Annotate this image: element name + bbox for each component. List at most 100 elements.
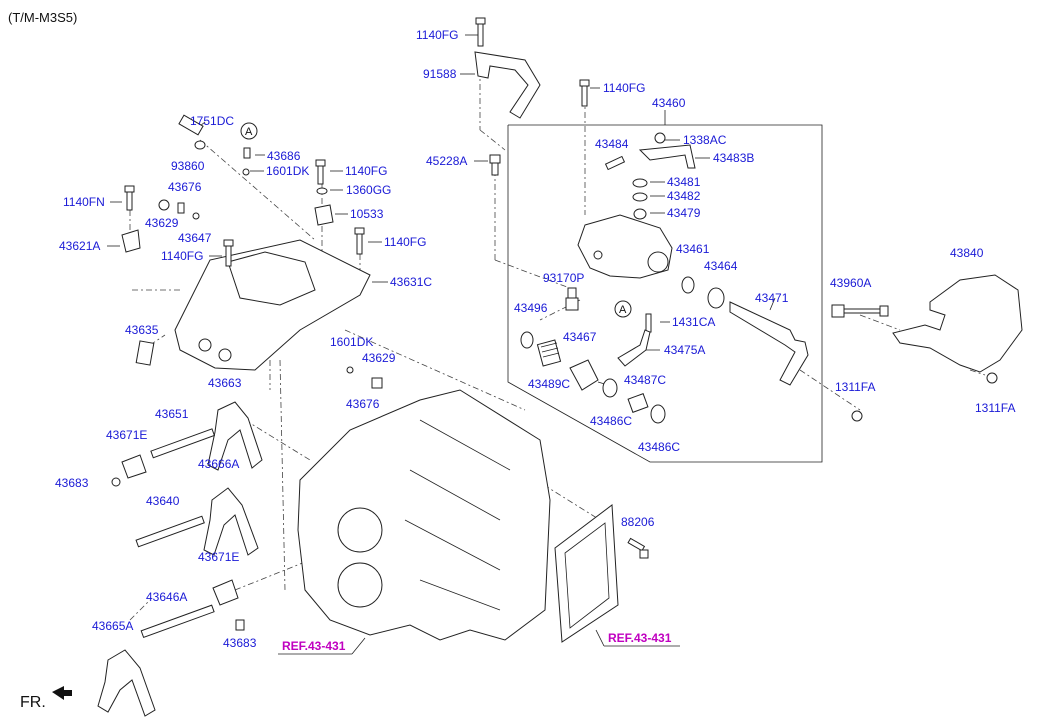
label-43467[interactable]: 43467 bbox=[563, 330, 597, 344]
label-43676-b[interactable]: 43676 bbox=[346, 397, 380, 411]
holder-43467 bbox=[569, 359, 599, 391]
label-1360gg[interactable]: 1360GG bbox=[346, 183, 391, 197]
label-93860[interactable]: 93860 bbox=[171, 159, 205, 173]
label-43683-a[interactable]: 43683 bbox=[55, 476, 89, 490]
bolt-1140fg-b bbox=[315, 159, 326, 185]
label-43671e-a[interactable]: 43671E bbox=[106, 428, 147, 442]
label-1140fg-c[interactable]: 1140FG bbox=[384, 235, 426, 249]
label-43621a[interactable]: 43621A bbox=[59, 239, 100, 253]
fork-43666a bbox=[203, 487, 259, 556]
label-43686[interactable]: 43686 bbox=[267, 149, 301, 163]
label-43482[interactable]: 43482 bbox=[667, 189, 701, 203]
oring-93860 bbox=[194, 140, 206, 150]
front-arrow bbox=[52, 686, 72, 700]
label-43665a[interactable]: 43665A bbox=[92, 619, 133, 633]
fork-43665a bbox=[97, 649, 156, 717]
label-43487c[interactable]: 43487C bbox=[624, 373, 666, 387]
ref-label-1[interactable]: REF.43-431 bbox=[282, 639, 346, 653]
label-91588[interactable]: 91588 bbox=[423, 67, 457, 81]
gasket-ref bbox=[554, 504, 619, 643]
bracket-91588 bbox=[474, 51, 541, 119]
pin-1431ca bbox=[645, 313, 652, 333]
front-direction-label: FR. bbox=[20, 694, 46, 711]
cover-43840 bbox=[892, 274, 1023, 373]
label-43647[interactable]: 43647 bbox=[178, 231, 212, 245]
label-43651[interactable]: 43651 bbox=[155, 407, 189, 421]
label-43683-b[interactable]: 43683 bbox=[223, 636, 257, 650]
label-1601dk-a[interactable]: 1601DK bbox=[266, 164, 309, 178]
spring-43487c bbox=[627, 393, 649, 413]
label-1140fg-top[interactable]: 1140FG bbox=[416, 28, 458, 42]
label-1140fg-b[interactable]: 1140FG bbox=[345, 164, 387, 178]
ball-1601dk-b bbox=[346, 366, 354, 374]
cap-43486c-b bbox=[650, 404, 666, 424]
label-1140fg-d[interactable]: 1140FG bbox=[161, 249, 203, 263]
label-1311fa-a[interactable]: 1311FA bbox=[835, 380, 875, 394]
label-43676-a[interactable]: 43676 bbox=[168, 180, 202, 194]
bracket-10533 bbox=[314, 204, 334, 226]
bracket-43621a bbox=[121, 229, 141, 253]
ball-43647 bbox=[192, 212, 200, 220]
label-43460[interactable]: 43460 bbox=[652, 96, 686, 110]
label-43481[interactable]: 43481 bbox=[667, 175, 701, 189]
bracket-43483b bbox=[638, 144, 696, 169]
label-43484[interactable]: 43484 bbox=[595, 137, 629, 151]
label-88206[interactable]: 88206 bbox=[621, 515, 655, 529]
label-93170p[interactable]: 93170P bbox=[543, 271, 584, 285]
label-43479[interactable]: 43479 bbox=[667, 206, 701, 220]
pin-43635 bbox=[135, 340, 155, 366]
label-43635[interactable]: 43635 bbox=[125, 323, 159, 337]
label-43629-b[interactable]: 43629 bbox=[362, 351, 396, 365]
transmission-case bbox=[297, 389, 551, 641]
plug-45228a bbox=[489, 154, 501, 176]
label-43840[interactable]: 43840 bbox=[950, 246, 984, 260]
part-labels: 1140FG 91588 1140FG 43460 1751DC 43484 1… bbox=[55, 28, 1015, 650]
label-1140fg-mid[interactable]: 1140FG bbox=[603, 81, 645, 95]
housing-hole bbox=[593, 250, 603, 260]
label-43483b[interactable]: 43483B bbox=[713, 151, 754, 165]
shaft-43471 bbox=[729, 301, 809, 386]
label-1311fa-b[interactable]: 1311FA bbox=[975, 401, 1015, 415]
label-1140fn[interactable]: 1140FN bbox=[63, 195, 105, 209]
cap-43486c-a bbox=[602, 378, 618, 398]
label-43489c[interactable]: 43489C bbox=[528, 377, 570, 391]
model-code: (T/M-M3S5) bbox=[8, 10, 78, 25]
rail-43651 bbox=[150, 428, 216, 459]
bolt-43683-b bbox=[235, 619, 245, 631]
spring-43676-a bbox=[177, 202, 185, 214]
label-43486c-a[interactable]: 43486C bbox=[590, 414, 632, 428]
pin-43484 bbox=[604, 155, 626, 171]
label-43671e-b[interactable]: 43671E bbox=[198, 550, 239, 564]
rail-43646a bbox=[140, 604, 215, 639]
label-43496[interactable]: 43496 bbox=[514, 301, 548, 315]
label-43471[interactable]: 43471 bbox=[755, 291, 789, 305]
nut-1311fa-a bbox=[851, 410, 863, 422]
label-43640[interactable]: 43640 bbox=[146, 494, 180, 508]
label-43666a[interactable]: 43666A bbox=[198, 457, 239, 471]
case-bore-2 bbox=[337, 562, 383, 608]
label-43646a[interactable]: 43646A bbox=[146, 590, 187, 604]
label-10533[interactable]: 10533 bbox=[350, 207, 384, 221]
label-43663[interactable]: 43663 bbox=[208, 376, 242, 390]
bolt-1140fg-c bbox=[223, 239, 234, 267]
bolt-1140fg-mid bbox=[579, 79, 590, 107]
label-1601dk-b[interactable]: 1601DK bbox=[330, 335, 373, 349]
label-43461[interactable]: 43461 bbox=[676, 242, 710, 256]
gasket-inner bbox=[564, 522, 610, 629]
label-43960a[interactable]: 43960A bbox=[830, 276, 871, 290]
label-43464[interactable]: 43464 bbox=[704, 259, 738, 273]
oring-43461 bbox=[681, 276, 695, 294]
label-43486c-b[interactable]: 43486C bbox=[638, 440, 680, 454]
housing-port bbox=[647, 251, 669, 273]
label-1338ac[interactable]: 1338AC bbox=[683, 133, 727, 147]
cover-hole-1 bbox=[198, 338, 212, 352]
ref-label-2[interactable]: REF.43-431 bbox=[608, 631, 672, 645]
seal-43464 bbox=[707, 287, 725, 309]
label-43475a[interactable]: 43475A bbox=[664, 343, 705, 357]
label-1431ca[interactable]: 1431CA bbox=[672, 315, 715, 329]
label-1751dc[interactable]: 1751DC bbox=[190, 114, 234, 128]
label-45228a[interactable]: 45228A bbox=[426, 154, 467, 168]
label-43629-a[interactable]: 43629 bbox=[145, 216, 179, 230]
plug-43629-b bbox=[371, 377, 383, 389]
label-43631c[interactable]: 43631C bbox=[390, 275, 432, 289]
